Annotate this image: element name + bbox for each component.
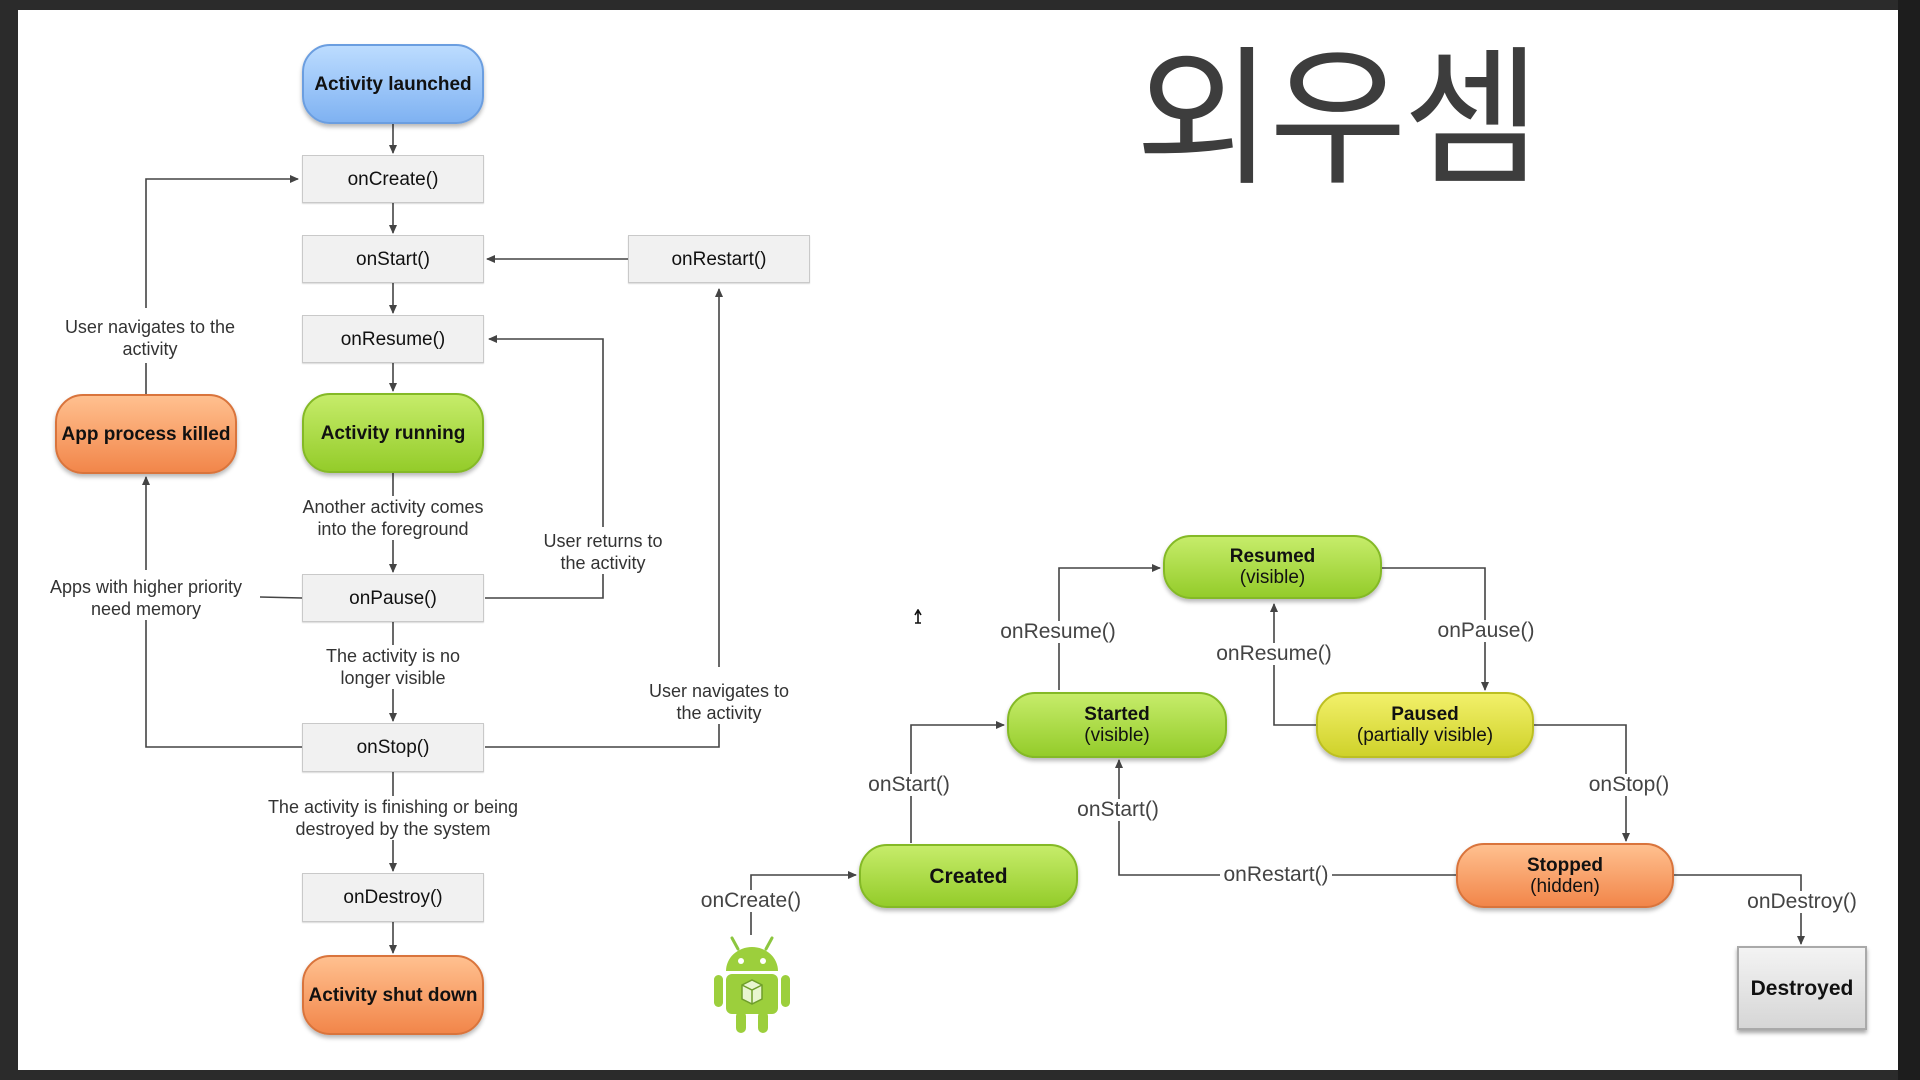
on-stop-box: onStop(): [302, 723, 484, 772]
state-resumed-label: Resumed: [1229, 546, 1316, 567]
edge-stopped-started: [1115, 759, 1456, 876]
on-resume-box: onResume(): [302, 315, 484, 363]
label-user-navigates-2: User navigates to the activity: [648, 680, 790, 724]
label-finishing: The activity is finishing or being destr…: [262, 796, 524, 840]
state-stopped-label: Stopped: [1527, 854, 1603, 876]
label-on-start-1: onStart(): [864, 774, 954, 796]
state-destroyed: Destroyed: [1737, 946, 1867, 1030]
activity-launched-node: Activity launched: [302, 44, 484, 124]
edge-resumed-paused: [1382, 567, 1489, 691]
activity-shutdown-node: Activity shut down: [302, 955, 484, 1035]
label-user-navigates: User navigates to the activity: [60, 316, 240, 360]
label-user-returns: User returns to the activity: [540, 530, 666, 574]
label-no-longer-visible: The activity is no longer visible: [318, 645, 468, 689]
label-on-pause: onPause(): [1434, 620, 1538, 642]
on-pause-box: onPause(): [302, 574, 484, 622]
state-started: Started (visible): [1007, 692, 1227, 758]
state-resumed: Resumed (visible): [1163, 535, 1382, 599]
edge-stopped-destroyed: [1674, 874, 1805, 945]
on-destroy-box: onDestroy(): [302, 873, 484, 922]
state-stopped-sub: (hidden): [1530, 875, 1600, 897]
edge-paused-stopped: [1534, 724, 1630, 842]
activity-running-node: Activity running: [302, 393, 484, 473]
on-start-box: onStart(): [302, 235, 484, 283]
cursor-icon: [914, 609, 922, 624]
on-create-box: onCreate(): [302, 155, 484, 203]
state-paused-sub: (partially visible): [1356, 725, 1494, 746]
app-process-killed-node: App process killed: [55, 394, 237, 474]
slide-heading: 외우셈: [1135, 33, 1541, 207]
edge-pause-killed: [145, 596, 303, 748]
state-started-label: Started: [1084, 704, 1150, 725]
state-paused: Paused (partially visible): [1316, 692, 1534, 758]
state-started-sub: (visible): [1084, 725, 1150, 746]
android-robot-icon: [714, 936, 790, 1033]
label-on-stop: onStop(): [1584, 774, 1674, 796]
state-created: Created: [859, 844, 1078, 908]
edge-killed-create: [145, 179, 298, 394]
label-on-resume-2: onResume(): [1210, 643, 1338, 665]
state-paused-label: Paused: [1391, 704, 1459, 725]
edge-android-created: [750, 871, 857, 935]
label-on-destroy: onDestroy(): [1742, 891, 1862, 913]
label-on-start-2: onStart(): [1073, 799, 1163, 821]
on-restart-box: onRestart(): [628, 235, 810, 283]
label-another-activity: Another activity comes into the foregrou…: [290, 496, 496, 540]
label-on-create: onCreate(): [696, 890, 806, 912]
scroll-strip: [1898, 0, 1920, 1080]
label-on-resume-1: onResume(): [996, 621, 1120, 643]
state-resumed-sub: (visible): [1239, 567, 1306, 588]
edge-started-resumed: [1058, 564, 1161, 690]
label-higher-priority: Apps with higher priority need memory: [38, 576, 254, 620]
state-stopped: Stopped (hidden): [1456, 843, 1674, 908]
edge-stop-restart: [485, 289, 719, 748]
edge-created-started: [910, 721, 1005, 843]
edge-pause-resume: [485, 339, 604, 599]
label-on-restart: onRestart(): [1220, 864, 1332, 886]
